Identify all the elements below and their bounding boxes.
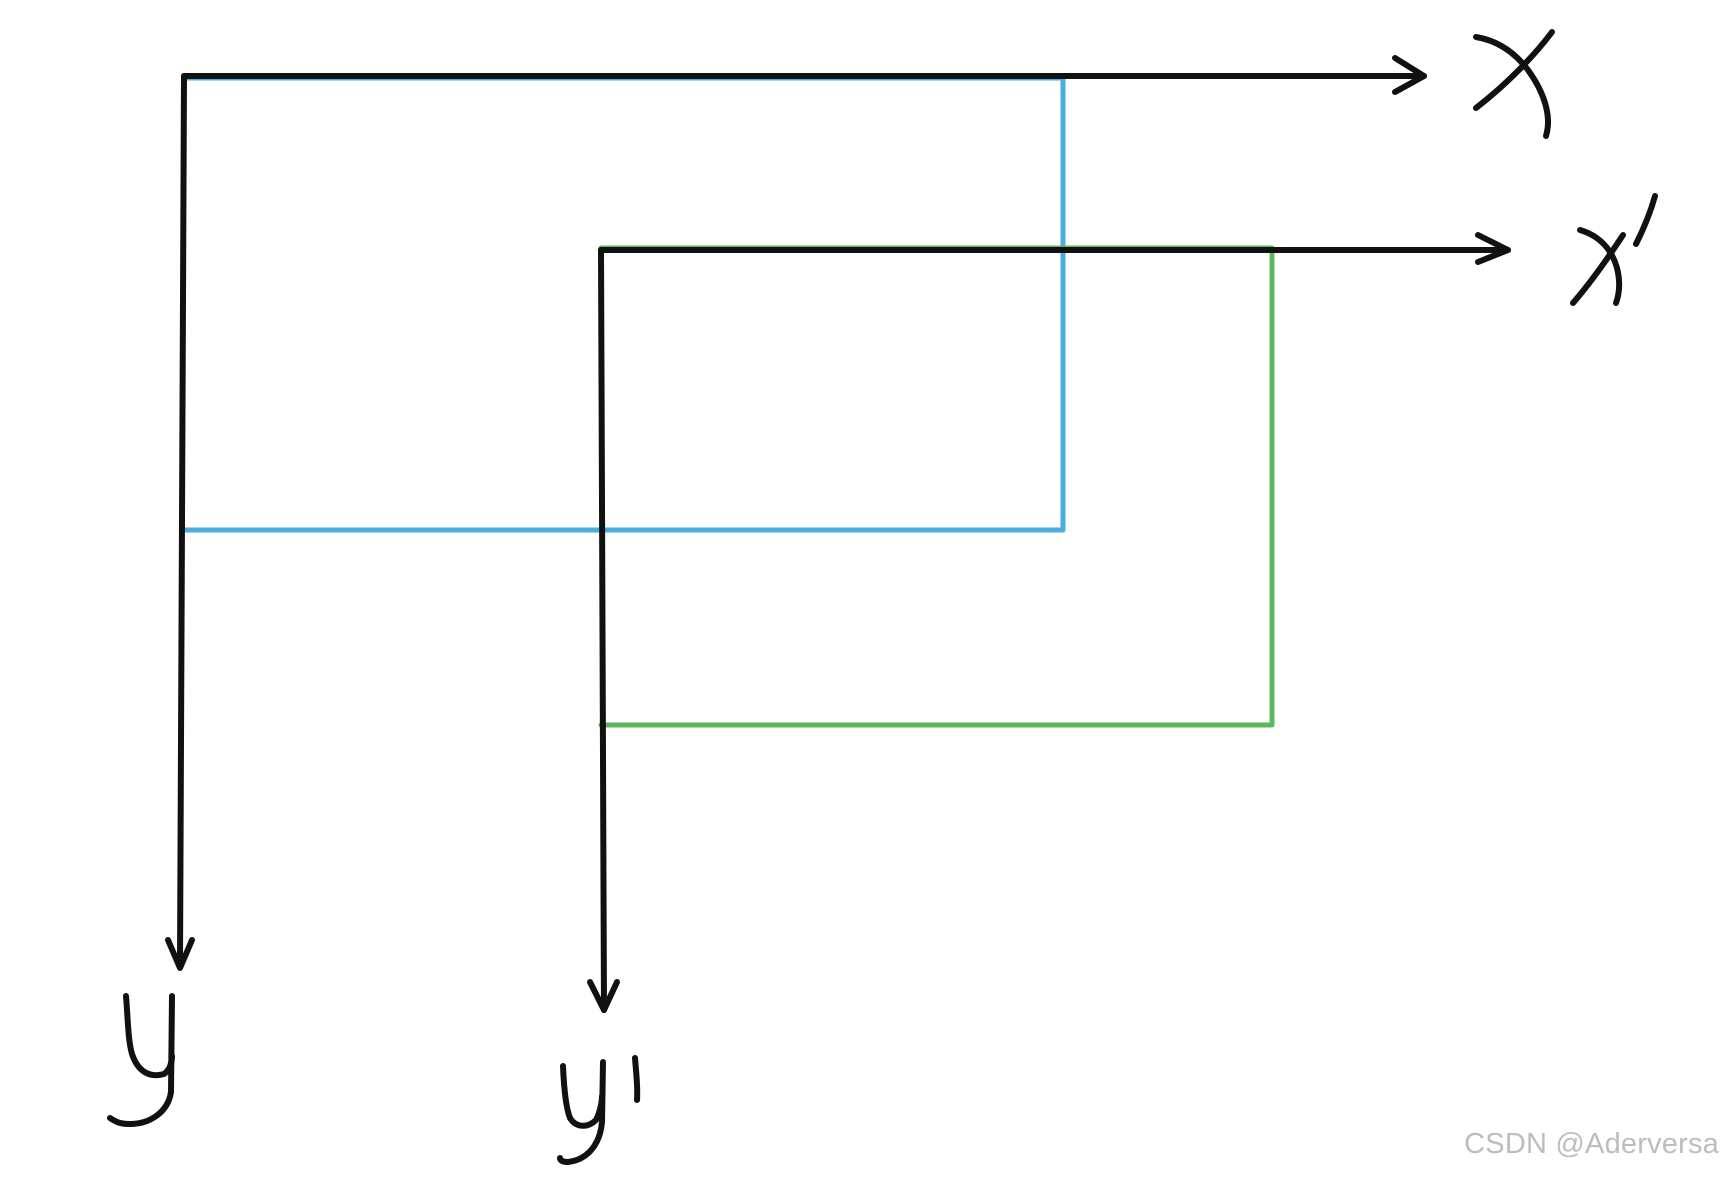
original-rectangle <box>181 75 1066 533</box>
x-prime-axis <box>598 232 1511 265</box>
y-prime-axis-label: y' <box>557 1055 641 1165</box>
watermark: CSDN @Aderversa <box>1464 1128 1719 1160</box>
y-axis-label: y <box>107 993 175 1127</box>
x-axis-label: X <box>1473 29 1555 139</box>
y-prime-axis <box>587 247 620 1013</box>
shifted-rectangle <box>598 245 1275 728</box>
x-prime-axis-label: X' <box>1570 193 1658 306</box>
x-axis <box>181 55 1427 95</box>
y-axis <box>165 73 195 971</box>
